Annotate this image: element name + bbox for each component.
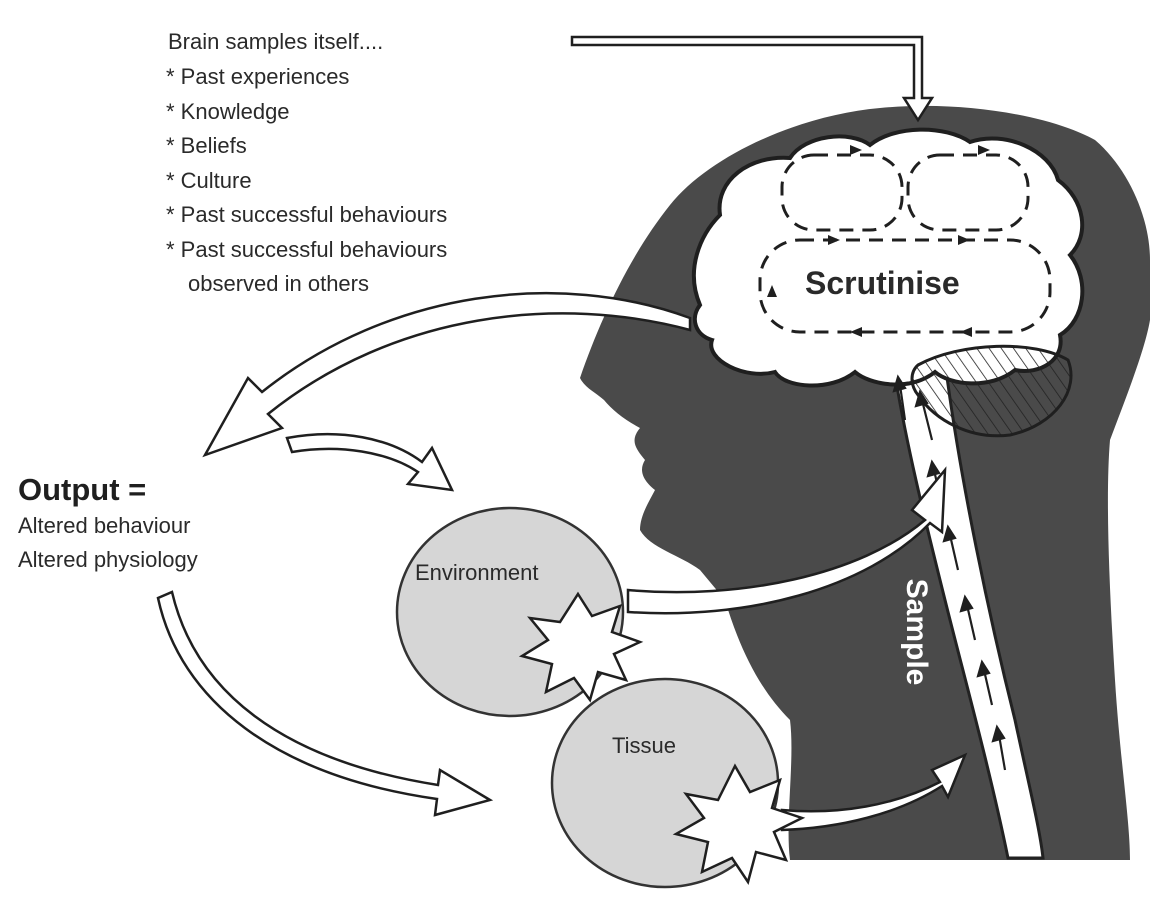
sample-sources-list: * Past experiences * Knowledge * Beliefs… <box>166 60 447 302</box>
list-item: * Past successful behaviours <box>166 233 447 268</box>
list-item: * Past successful behaviours <box>166 198 447 233</box>
output-line: Altered physiology <box>18 547 198 573</box>
list-item: * Past experiences <box>166 60 447 95</box>
intro-text: Brain samples itself.... <box>168 30 383 54</box>
spine-label: Sample <box>899 579 933 686</box>
input-arrow <box>572 37 932 120</box>
list-item: * Beliefs <box>166 129 447 164</box>
tissue-label: Tissue <box>612 733 676 759</box>
list-item-continuation: observed in others <box>166 267 447 302</box>
output-line: Altered behaviour <box>18 513 190 539</box>
output-title: Output = <box>18 472 146 508</box>
list-item: * Knowledge <box>166 95 447 130</box>
list-item: * Culture <box>166 164 447 199</box>
brain-label: Scrutinise <box>805 265 960 302</box>
output-to-environment-arrow <box>287 434 452 490</box>
environment-label: Environment <box>415 560 539 586</box>
